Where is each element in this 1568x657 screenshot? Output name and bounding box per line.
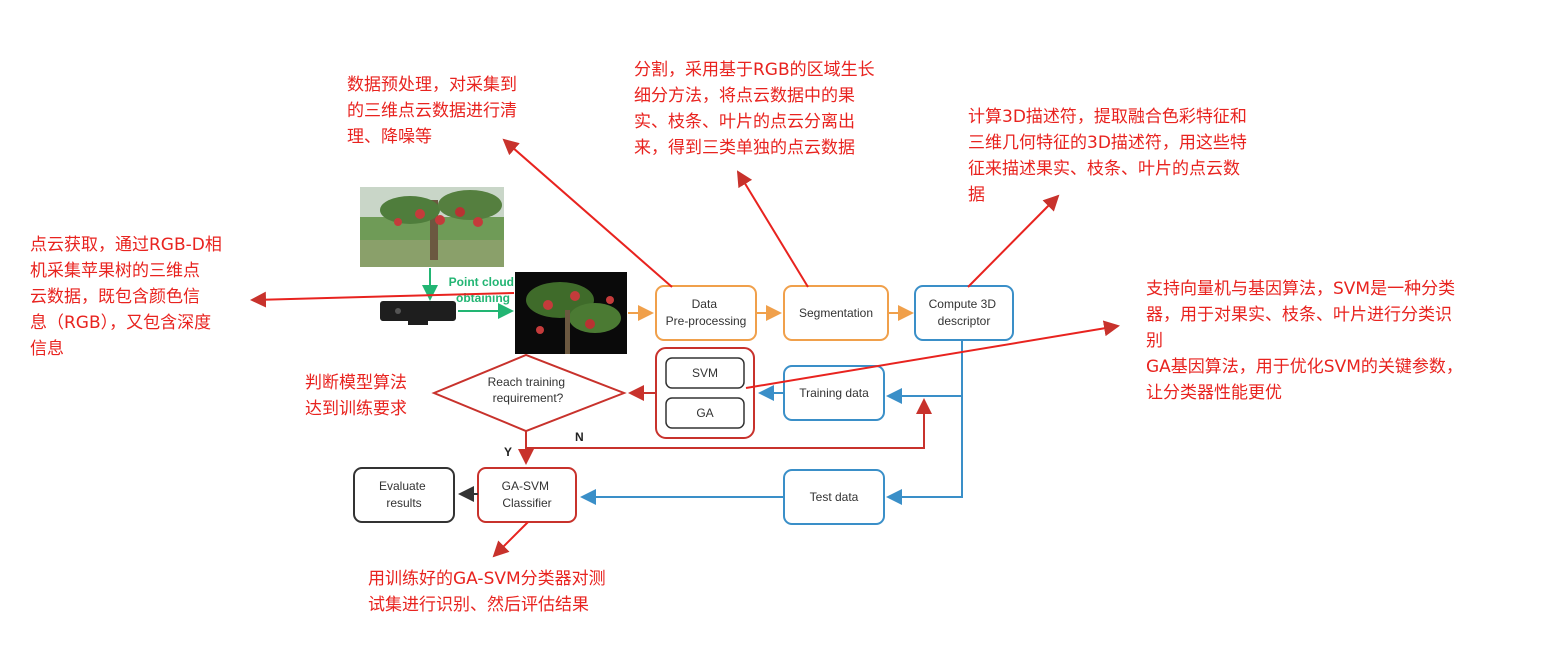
annotation-arrow-classify <box>492 521 529 558</box>
annotation-arrow-point-cloud <box>250 291 515 308</box>
ga-label: GA <box>696 406 713 420</box>
rgbd-camera-icon <box>380 301 456 325</box>
no-label: N <box>575 430 584 444</box>
annotation-arrow-svm-ga <box>745 320 1120 389</box>
desc-to-train-arrow <box>886 340 963 404</box>
reach-requirement-diamond <box>431 353 627 433</box>
gasvm-classifier-label: GA-SVM Classifier <box>502 479 553 510</box>
reach-line2: requirement? <box>493 391 564 405</box>
annotation-judge: 判断模型算法 达到训练要求 <box>305 373 407 419</box>
annotation-descriptor: 计算3D描述符，提取融合色彩特征和 三维几何特征的3D描述符，用这些特 征来描述… <box>968 107 1247 205</box>
data-preprocessing-label: Data Pre-processing <box>666 297 747 328</box>
desc-line2: descriptor <box>938 314 991 328</box>
gasvm-classifier-box <box>477 467 577 523</box>
apple-tree-photo <box>360 187 504 267</box>
reach-line1: Reach training <box>488 375 565 389</box>
svm-label: SVM <box>692 366 718 380</box>
annotation-classify: 用训练好的GA-SVM分类器对测 试集进行识别、然后评估结果 <box>368 569 606 615</box>
annotation-point-cloud: 点云获取，通过RGB-D相 机采集苹果树的三维点 云数据，既包含颜色信 息（RG… <box>30 235 222 359</box>
gasvm-line1: GA-SVM <box>502 479 549 493</box>
desc-to-test-arrow <box>886 396 963 505</box>
eval-line2: results <box>386 496 421 510</box>
pre-line1: Data <box>692 297 718 311</box>
yes-label: Y <box>504 445 512 459</box>
training-data-label: Training data <box>799 386 869 400</box>
reach-requirement-label: Reach training requirement? <box>488 375 569 405</box>
annotation-svm-ga: 支持向量机与基因算法，SVM是一种分类 器，用于对果实、枝条、叶片进行分类识 别… <box>1146 279 1463 403</box>
point-cloud-image <box>515 272 627 354</box>
evaluate-results-box <box>353 467 455 523</box>
compute-descriptor-label: Compute 3D descriptor <box>929 297 1000 328</box>
annotation-segmentation: 分割，采用基于RGB的区域生长 细分方法，将点云数据中的果 实、枝条、叶片的点云… <box>634 60 875 158</box>
desc-line1: Compute 3D <box>929 297 997 311</box>
svm-box <box>665 357 745 389</box>
annotation-arrow-segmentation <box>736 170 809 288</box>
no-loop-arrow <box>525 398 932 449</box>
annotation-arrow-descriptor <box>967 194 1060 288</box>
test-data-label: Test data <box>810 490 859 504</box>
point-cloud-label: Point cloud obtaining <box>449 275 518 305</box>
gasvm-line2: Classifier <box>502 496 551 510</box>
eval-line1: Evaluate <box>379 479 426 493</box>
point-cloud-label-line1: Point cloud <box>449 275 514 289</box>
annotation-arrow-preprocess <box>502 138 673 288</box>
data-preprocessing-box <box>655 285 757 341</box>
pre-line2: Pre-processing <box>666 314 747 328</box>
ga-box <box>665 397 745 429</box>
evaluate-results-label: Evaluate results <box>379 479 429 510</box>
segmentation-label: Segmentation <box>799 306 873 320</box>
annotation-preprocess: 数据预处理，对采集到 的三维点云数据进行清 理、降噪等 <box>347 75 517 147</box>
compute-descriptor-box <box>914 285 1014 341</box>
